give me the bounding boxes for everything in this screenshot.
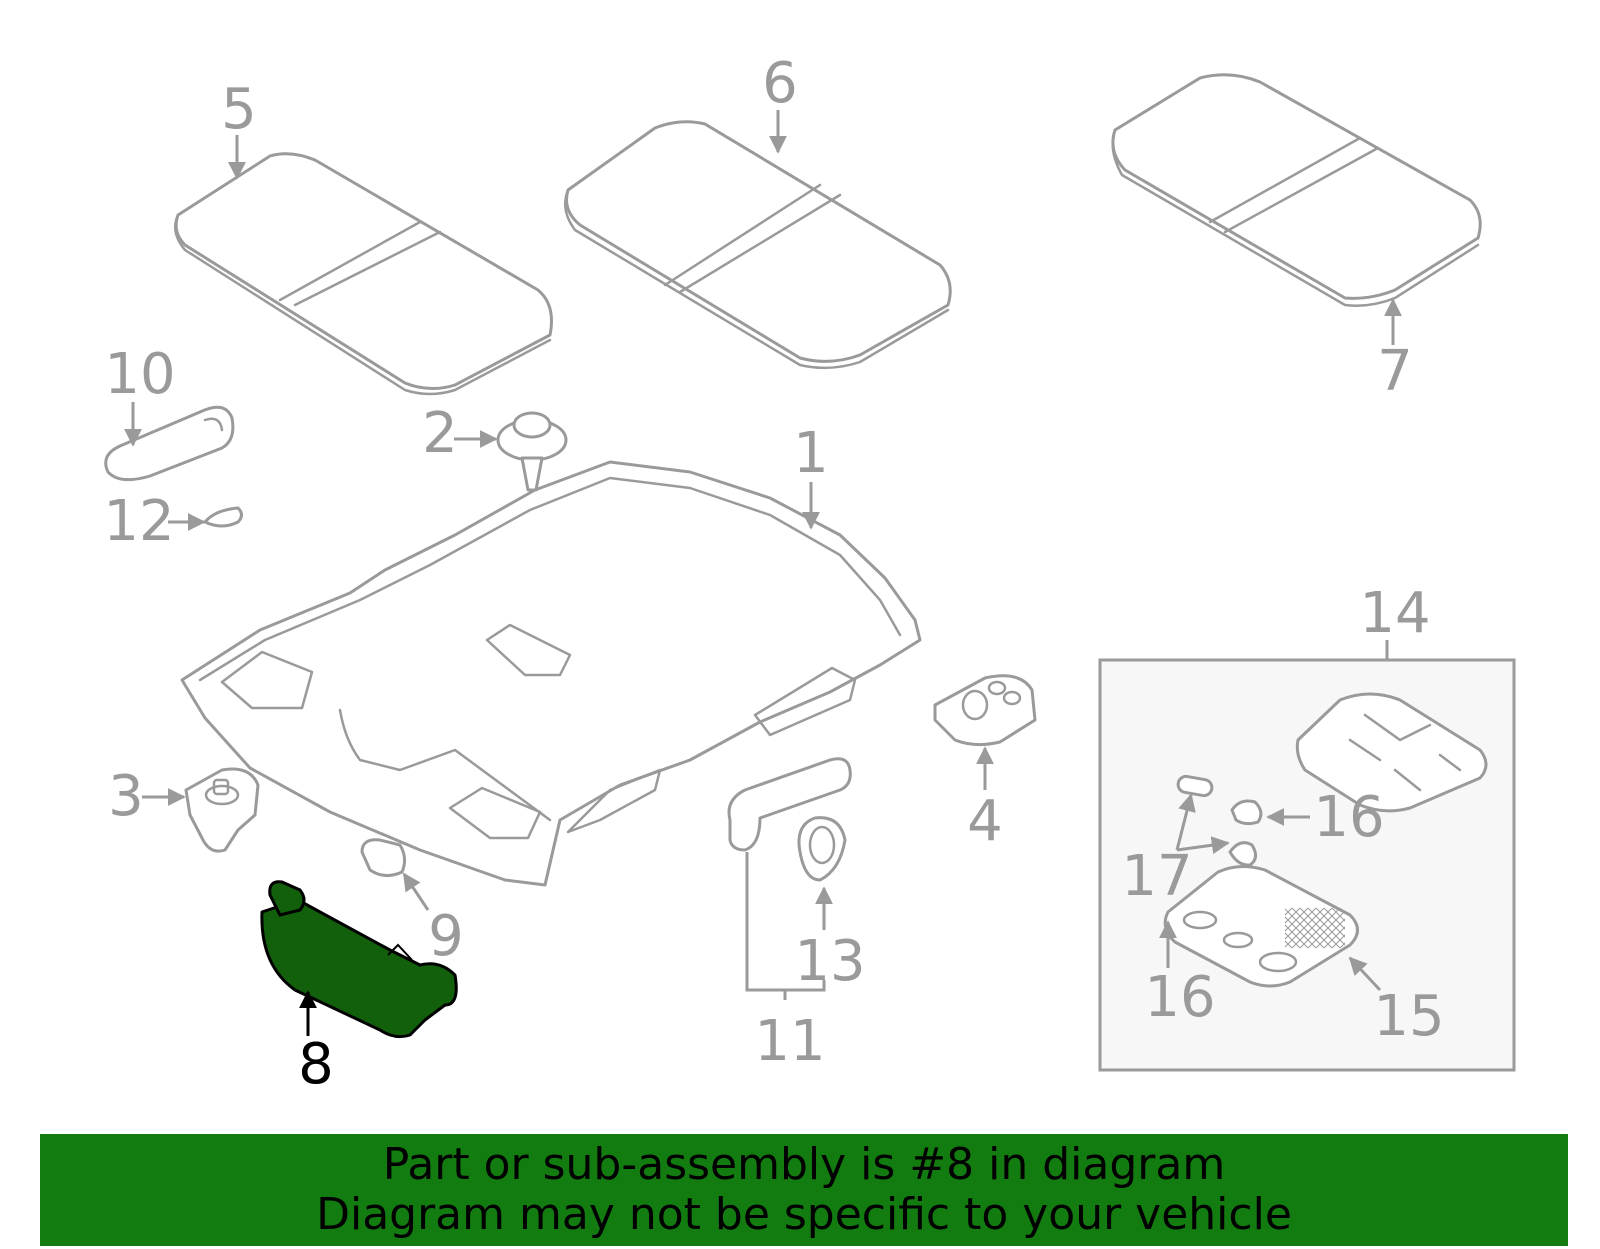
callout-4: 4 <box>967 789 1003 854</box>
part-6-roof-panel[interactable] <box>563 120 952 370</box>
callout-16-upper: 16 <box>1313 785 1384 850</box>
part-8-sun-visor[interactable] <box>260 880 458 1039</box>
part-4-lamp[interactable] <box>933 674 1037 747</box>
part-7-roof-panel[interactable] <box>1111 73 1482 307</box>
banner-line-1: Part or sub-assembly is #8 in diagram <box>382 1139 1226 1190</box>
callout-5: 5 <box>221 77 257 142</box>
callout-16-lower: 16 <box>1144 965 1215 1030</box>
callout-3: 3 <box>108 764 144 829</box>
callout-12: 12 <box>103 489 174 554</box>
part-5-roof-panel[interactable] <box>173 152 553 396</box>
callout-9: 9 <box>428 904 464 969</box>
callout-2: 2 <box>422 401 458 466</box>
callout-13: 13 <box>794 929 865 994</box>
callout-14: 14 <box>1359 581 1430 646</box>
callout-8: 8 <box>298 1032 334 1097</box>
callout-6: 6 <box>762 51 798 116</box>
part-13-cover[interactable] <box>797 816 847 882</box>
banner-line-2: Diagram may not be specific to your vehi… <box>316 1189 1292 1240</box>
part-14-overhead-console[interactable] <box>1295 692 1488 813</box>
part-10-grab-handle[interactable] <box>104 405 235 482</box>
part-16-bulb[interactable] <box>1230 799 1263 826</box>
part-11-grab-handle[interactable] <box>727 757 852 852</box>
leader-lines <box>124 110 1402 1036</box>
callout-11: 11 <box>754 1009 825 1074</box>
callout-1: 1 <box>793 421 829 486</box>
part-12-clip[interactable] <box>203 506 243 528</box>
callout-10: 10 <box>104 342 175 407</box>
callout-15: 15 <box>1373 984 1444 1049</box>
part-2-clip[interactable] <box>496 411 568 492</box>
part-9-clip[interactable] <box>360 838 407 877</box>
part-1-headliner[interactable] <box>180 460 922 887</box>
part-17-bulb-lower[interactable] <box>1228 841 1257 867</box>
part-3-lamp-base[interactable] <box>184 767 260 853</box>
info-banner: Part or sub-assembly is #8 in diagram Di… <box>40 1134 1568 1246</box>
callout-17: 17 <box>1121 844 1192 909</box>
callout-7: 7 <box>1377 339 1413 404</box>
